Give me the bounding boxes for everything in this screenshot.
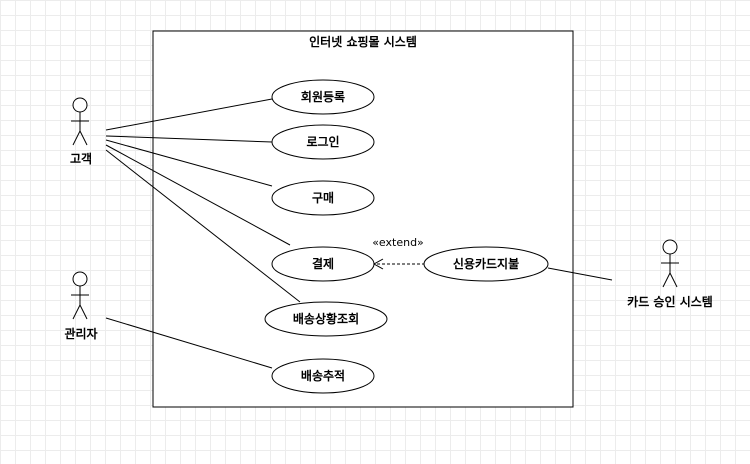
use-case-credit-card[interactable]: 신용카드지불: [423, 246, 549, 282]
actor-customer-label: 고객: [70, 152, 92, 166]
assoc-admin-shipping-track: [105, 317, 273, 369]
actor-admin-head: [72, 271, 88, 287]
actor-customer[interactable]: [71, 97, 89, 146]
use-case-purchase[interactable]: 구매: [271, 180, 375, 216]
actor-admin-label: 관리자: [64, 326, 97, 341]
assoc-credit-card-card-system: [547, 267, 613, 281]
use-case-shipping-status[interactable]: 배송상황조회: [264, 301, 388, 337]
actor-card-system-label: 카드 승인 시스템: [627, 294, 713, 309]
use-case-shipping-status-label: 배송상황조회: [293, 311, 359, 326]
actor-customer-head: [72, 97, 88, 113]
assoc-customer-payment: [105, 144, 291, 246]
assoc-customer-purchase: [105, 139, 273, 187]
use-case-payment-label: 결제: [312, 256, 334, 271]
system-title: 인터넷 쇼핑몰 시스템: [309, 34, 417, 49]
actor-admin[interactable]: [71, 271, 89, 320]
use-case-register[interactable]: 회원등록: [271, 79, 375, 115]
use-case-shipping-track-label: 배송추적: [301, 368, 345, 383]
use-case-shipping-track[interactable]: 배송추적: [271, 358, 375, 394]
associations: [105, 98, 613, 369]
actor-card-system-head: [662, 239, 678, 255]
extend-label: «extend»: [372, 236, 424, 249]
use-case-login[interactable]: 로그인: [271, 124, 375, 160]
use-case-register-label: 회원등록: [301, 89, 345, 104]
actor-card-system[interactable]: [661, 239, 679, 288]
use-case-payment[interactable]: 결제: [271, 246, 375, 282]
use-case-purchase-label: 구매: [312, 190, 334, 205]
assoc-customer-login: [105, 135, 273, 143]
assoc-customer-shipping-status: [105, 149, 301, 303]
assoc-customer-register: [105, 98, 273, 131]
use-case-login-label: 로그인: [306, 134, 339, 149]
use-case-credit-card-label: 신용카드지불: [453, 256, 519, 271]
